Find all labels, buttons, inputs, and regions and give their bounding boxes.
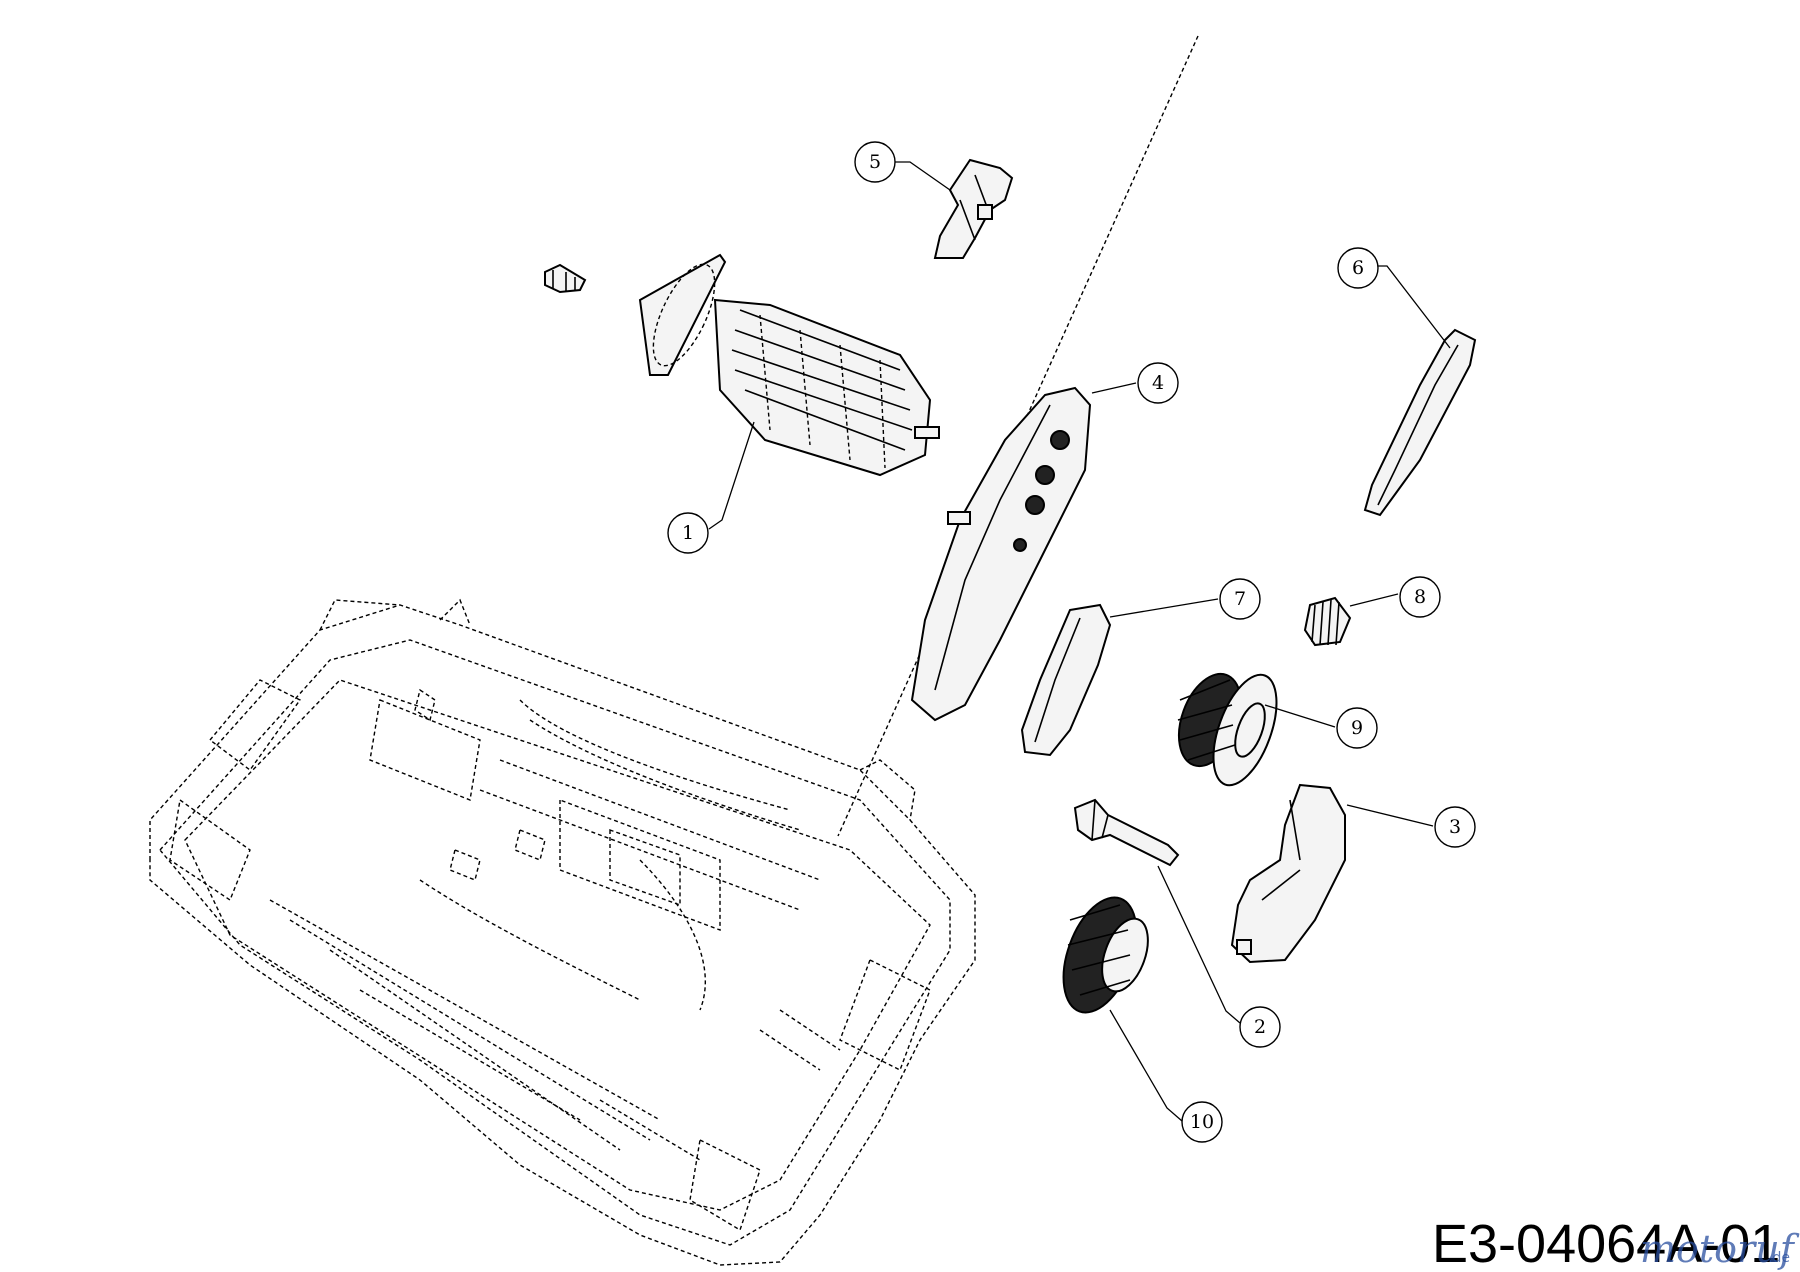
small-pinion-part	[1303, 596, 1352, 647]
housing-drawing	[149, 598, 976, 1266]
watermark-suffix: .de	[1768, 1250, 1790, 1266]
cover-part	[1230, 783, 1346, 964]
callout-3: 3	[1434, 806, 1476, 848]
callout-3-label: 3	[1449, 816, 1461, 838]
motor-part	[544, 253, 940, 477]
bracket-part	[933, 158, 1014, 259]
callout-6: 6	[1337, 247, 1379, 289]
belt-strip-part	[1363, 328, 1477, 517]
double-gear-part	[1177, 672, 1278, 787]
gearbox-plate-part	[910, 386, 1092, 722]
callout-7-label: 7	[1234, 588, 1246, 610]
callout-7: 7	[1219, 578, 1261, 620]
callout-4-label: 4	[1152, 372, 1164, 394]
callout-8-label: 8	[1414, 586, 1426, 608]
callout-6-label: 6	[1352, 257, 1364, 279]
callout-4: 4	[1137, 362, 1179, 404]
callout-5-label: 5	[869, 151, 881, 173]
callout-2: 2	[1239, 1006, 1281, 1048]
drive-belt-part	[1020, 603, 1112, 757]
callout-8: 8	[1399, 576, 1441, 618]
callout-5: 5	[854, 141, 896, 183]
shaft-part	[1073, 798, 1180, 867]
assembly-axis-line	[837, 35, 1199, 837]
callout-10-label: 10	[1190, 1111, 1214, 1133]
drawing-number: E3-04064A-01	[1432, 1214, 1780, 1272]
watermark-brand: motoruf	[1640, 1227, 1800, 1271]
callout-9-label: 9	[1351, 717, 1363, 739]
callout-9: 9	[1336, 707, 1378, 749]
callout-2-label: 2	[1254, 1016, 1266, 1038]
callout-1-label: 1	[682, 522, 694, 544]
callout-10: 10	[1181, 1101, 1223, 1143]
gear-part	[1062, 896, 1149, 1014]
callout-1: 1	[667, 512, 709, 554]
